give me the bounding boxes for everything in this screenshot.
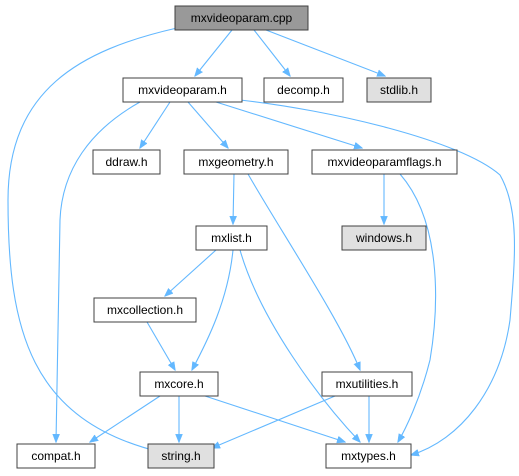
edge-mxvideoparam-h-to-compat-h <box>56 101 141 442</box>
node-box-decomp-h <box>263 77 344 103</box>
node-windows-h: windows.h <box>341 225 427 251</box>
node-box-stdlib-h <box>366 77 432 103</box>
node-label-mxgeometry-h: mxgeometry.h <box>198 155 273 169</box>
node-box-ddraw-h <box>92 149 161 175</box>
node-string-h: string.h <box>147 443 215 469</box>
node-stdlib-h: stdlib.h <box>366 77 432 103</box>
node-mxcollection-h[interactable]: mxcollection.h <box>93 297 197 323</box>
node-box-mxtypes-h <box>325 443 412 469</box>
edge-mxvideoparam-h-to-mxvideoparamflags-h <box>215 101 362 148</box>
node-box-mxgeometry-h <box>183 149 289 175</box>
edge-mxvideoparam-cpp-to-string-h <box>7 27 178 452</box>
node-mxutilities-h[interactable]: mxutilities.h <box>321 371 413 397</box>
node-label-string-h: string.h <box>161 449 200 463</box>
node-box-string-h <box>147 443 215 469</box>
edge-mxvideoparam-cpp-to-mxvideoparam-h <box>195 29 233 76</box>
edge-mxcore-h-to-mxtypes-h <box>204 395 345 442</box>
node-ddraw-h[interactable]: ddraw.h <box>92 149 161 175</box>
node-label-mxtypes-h: mxtypes.h <box>341 449 396 463</box>
node-mxvideoparam-cpp[interactable]: mxvideoparam.cpp <box>174 5 309 31</box>
edge-mxlist-h-to-mxtypes-h <box>239 249 360 442</box>
node-compat-h[interactable]: compat.h <box>16 443 96 469</box>
node-box-mxvideoparam-cpp <box>174 5 309 31</box>
node-label-mxutilities-h: mxutilities.h <box>336 377 399 391</box>
edge-mxgeometry-h-to-mxutilities-h <box>247 173 360 370</box>
edge-mxlist-h-to-mxcore-h <box>192 249 234 370</box>
node-box-mxutilities-h <box>321 371 413 397</box>
edge-mxvideoparam-h-to-mxtypes-h <box>239 99 516 455</box>
node-label-mxvideoparamflags-h: mxvideoparamflags.h <box>327 155 441 169</box>
edge-mxcore-h-to-compat-h <box>90 395 161 442</box>
edge-mxvideoparam-cpp-to-decomp-h <box>253 29 290 76</box>
edge-mxgeometry-h-to-mxlist-h <box>233 173 234 224</box>
node-box-mxcore-h <box>139 371 219 397</box>
node-mxvideoparam-h[interactable]: mxvideoparam.h <box>122 77 243 103</box>
edge-mxvideoparam-h-to-ddraw-h <box>140 101 171 148</box>
node-label-compat-h: compat.h <box>31 449 80 463</box>
node-box-windows-h <box>341 225 427 251</box>
node-label-mxcore-h: mxcore.h <box>154 377 203 391</box>
node-label-mxvideoparam-cpp: mxvideoparam.cpp <box>191 11 293 25</box>
node-mxtypes-h[interactable]: mxtypes.h <box>325 443 412 469</box>
node-box-mxvideoparamflags-h <box>311 149 458 175</box>
edge-mxlist-h-to-mxcollection-h <box>165 249 217 296</box>
node-box-mxvideoparam-h <box>122 77 243 103</box>
node-label-mxcollection-h: mxcollection.h <box>107 303 183 317</box>
node-label-mxlist-h: mxlist.h <box>211 231 252 245</box>
file-nodes: mxvideoparam.cpp mxvideoparam.h decomp.h st… <box>16 5 458 469</box>
edge-mxcollection-h-to-mxcore-h <box>146 321 175 370</box>
node-mxcore-h[interactable]: mxcore.h <box>139 371 219 397</box>
node-box-mxlist-h <box>195 225 268 251</box>
dependency-edges <box>7 27 516 455</box>
edge-mxutilities-h-to-string-h <box>212 395 336 448</box>
node-label-ddraw-h: ddraw.h <box>105 155 147 169</box>
edge-mxvideoparam-cpp-to-stdlib-h <box>265 29 385 76</box>
edge-mxvideoparam-h-to-mxgeometry-h <box>187 101 228 148</box>
node-box-compat-h <box>16 443 96 469</box>
node-decomp-h[interactable]: decomp.h <box>263 77 344 103</box>
node-label-stdlib-h: stdlib.h <box>380 83 418 97</box>
node-box-mxcollection-h <box>93 297 197 323</box>
node-mxvideoparamflags-h[interactable]: mxvideoparamflags.h <box>311 149 458 175</box>
node-label-windows-h: windows.h <box>355 231 412 245</box>
node-mxgeometry-h[interactable]: mxgeometry.h <box>183 149 289 175</box>
node-mxlist-h[interactable]: mxlist.h <box>195 225 268 251</box>
edge-mxvideoparamflags-h-to-mxtypes-h <box>398 173 437 442</box>
node-label-decomp-h: decomp.h <box>277 83 330 97</box>
node-label-mxvideoparam-h: mxvideoparam.h <box>138 83 227 97</box>
